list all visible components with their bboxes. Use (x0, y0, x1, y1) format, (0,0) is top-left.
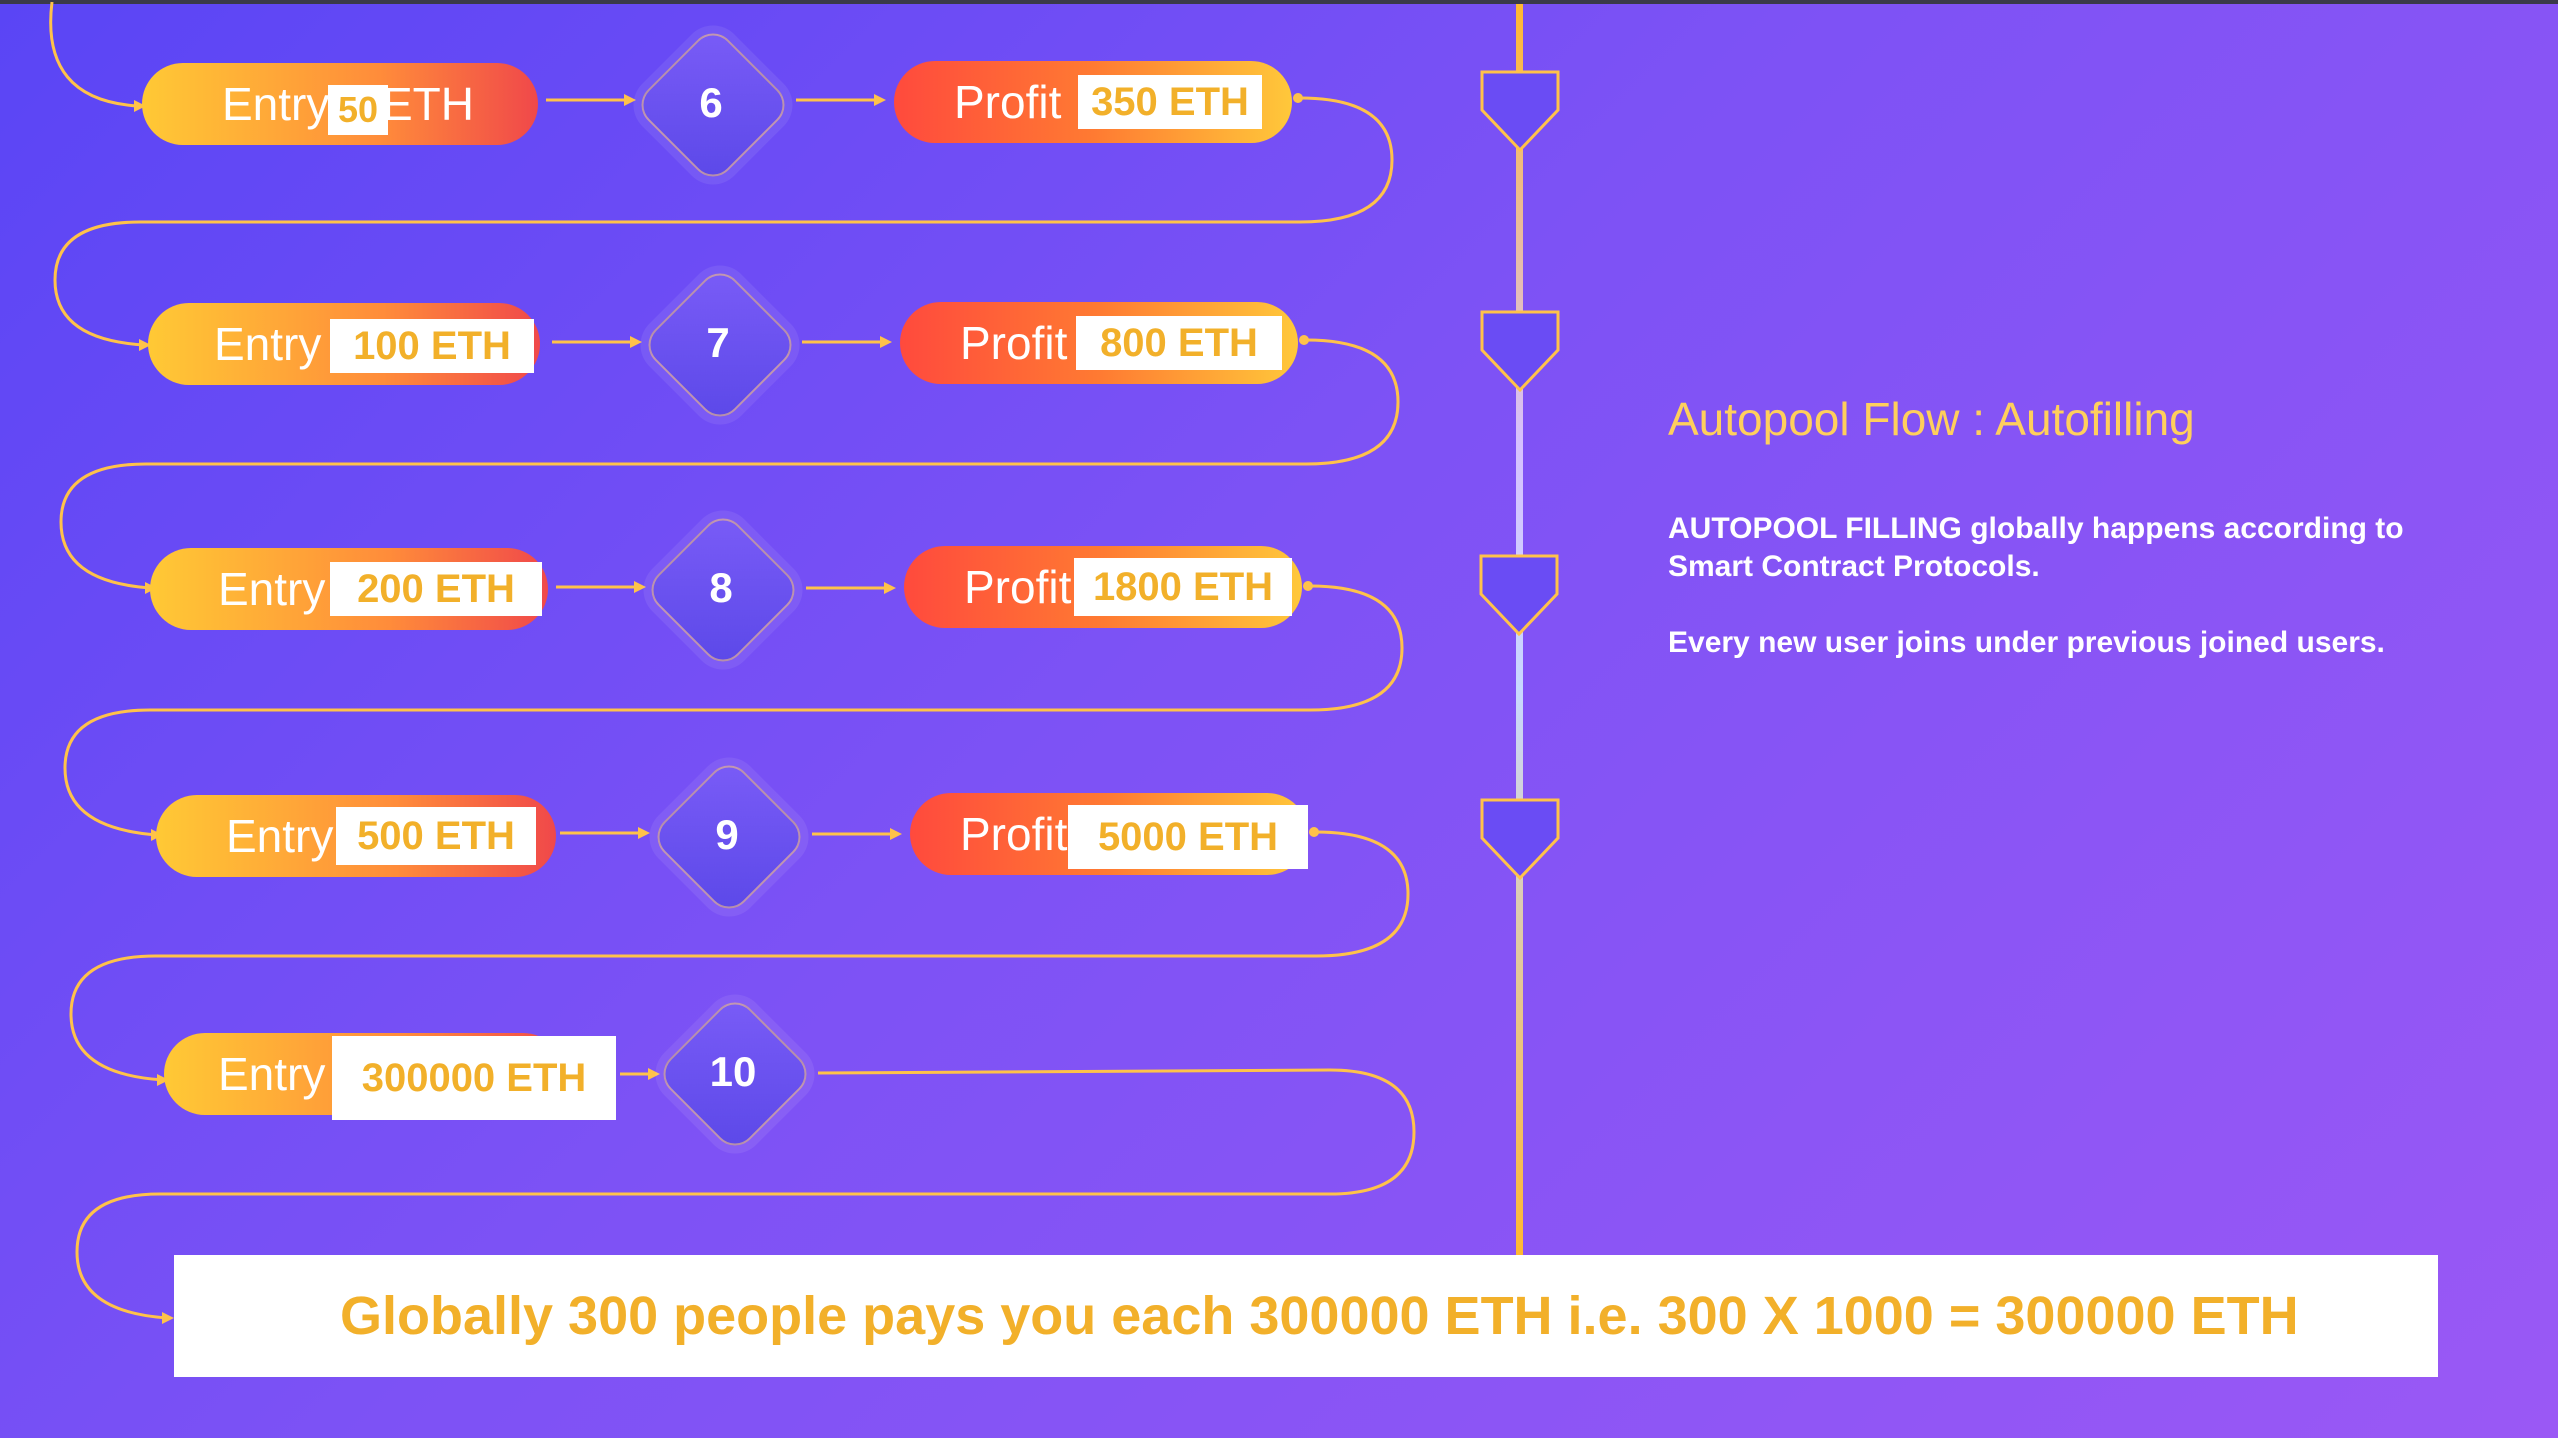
profit-value: 800 ETH (1076, 316, 1282, 370)
profit-label: Profit (960, 808, 1068, 860)
connector-curve (69, 830, 1410, 1082)
arrowhead (648, 1068, 660, 1080)
arrowhead (638, 827, 650, 839)
entry-label: Entry (222, 78, 330, 130)
profit-label: Profit (960, 317, 1068, 369)
timeline-marker (1480, 310, 1560, 393)
timeline-marker (1480, 798, 1560, 881)
connector-curve (75, 1068, 1416, 1320)
connector-curve (53, 96, 1394, 347)
level-number: 9 (715, 811, 739, 858)
summary-banner: Globally 300 people pays you each 300000… (174, 1255, 2438, 1377)
entry-label: Entry (218, 1048, 326, 1100)
arrowhead (634, 581, 646, 593)
level-number: 10 (709, 1048, 757, 1095)
entry-label: Entry (214, 318, 322, 370)
entry-suffix: ETH (382, 78, 474, 130)
description-paragraph: AUTOPOOL FILLING globally happens accord… (1668, 512, 2404, 583)
arrowhead (157, 1074, 169, 1086)
profit-pill: Profit 350 ETH (894, 61, 1292, 143)
top-border (0, 0, 2558, 4)
connector-dot (1303, 581, 1313, 591)
level-number: 6 (699, 79, 723, 126)
arrowhead (630, 336, 642, 348)
arrowhead (890, 828, 902, 840)
entry-pill: Entry 100 ETH (148, 303, 540, 385)
arrowhead (134, 100, 146, 112)
arrowhead (139, 339, 151, 351)
level-number: 8 (709, 564, 733, 611)
profit-value: 5000 ETH (1068, 805, 1308, 869)
profit-label: Profit (954, 76, 1062, 128)
entry-pill: Entry 200 ETH (150, 548, 548, 630)
arrowhead (162, 1312, 174, 1324)
profit-value: 350 ETH (1078, 75, 1262, 129)
entry-pill: Entry 500 ETH (156, 795, 556, 877)
entry-value: 300000 ETH (332, 1036, 616, 1120)
profit-pill: Profit 5000 ETH (910, 793, 1308, 875)
arrowhead (880, 336, 892, 348)
entry-label: Entry (218, 563, 326, 615)
timeline-marker (1479, 554, 1559, 637)
connector-curve (49, 1, 139, 108)
profit-label: Profit (964, 561, 1072, 613)
entry-value: 200 ETH (330, 562, 542, 616)
connector-dot (1293, 93, 1303, 103)
profit-pill: Profit 1800 ETH (904, 546, 1302, 628)
section-title: Autopool Flow : Autofilling (1668, 393, 2195, 445)
connector-dot (1309, 827, 1319, 837)
arrowhead (624, 94, 636, 106)
entry-value: 100 ETH (330, 319, 534, 373)
profit-pill: Profit 800 ETH (900, 302, 1298, 384)
arrowhead (884, 582, 896, 594)
description-paragraph: Every new user joins under previous join… (1668, 626, 2385, 659)
entry-value: 500 ETH (336, 807, 536, 865)
timeline-marker (1480, 70, 1560, 153)
profit-value: 1800 ETH (1074, 558, 1292, 616)
entry-label: Entry (226, 810, 334, 862)
summary-text: Globally 300 people pays you each 300000… (340, 1286, 2299, 1346)
entry-value: 50 (328, 85, 388, 135)
arrowhead (874, 94, 886, 106)
entry-pill: Entry ETH 50 (142, 63, 538, 145)
connector-dot (1299, 335, 1309, 345)
connector-curve (63, 584, 1404, 837)
level-number: 7 (706, 319, 730, 366)
connector-curve (59, 338, 1400, 590)
